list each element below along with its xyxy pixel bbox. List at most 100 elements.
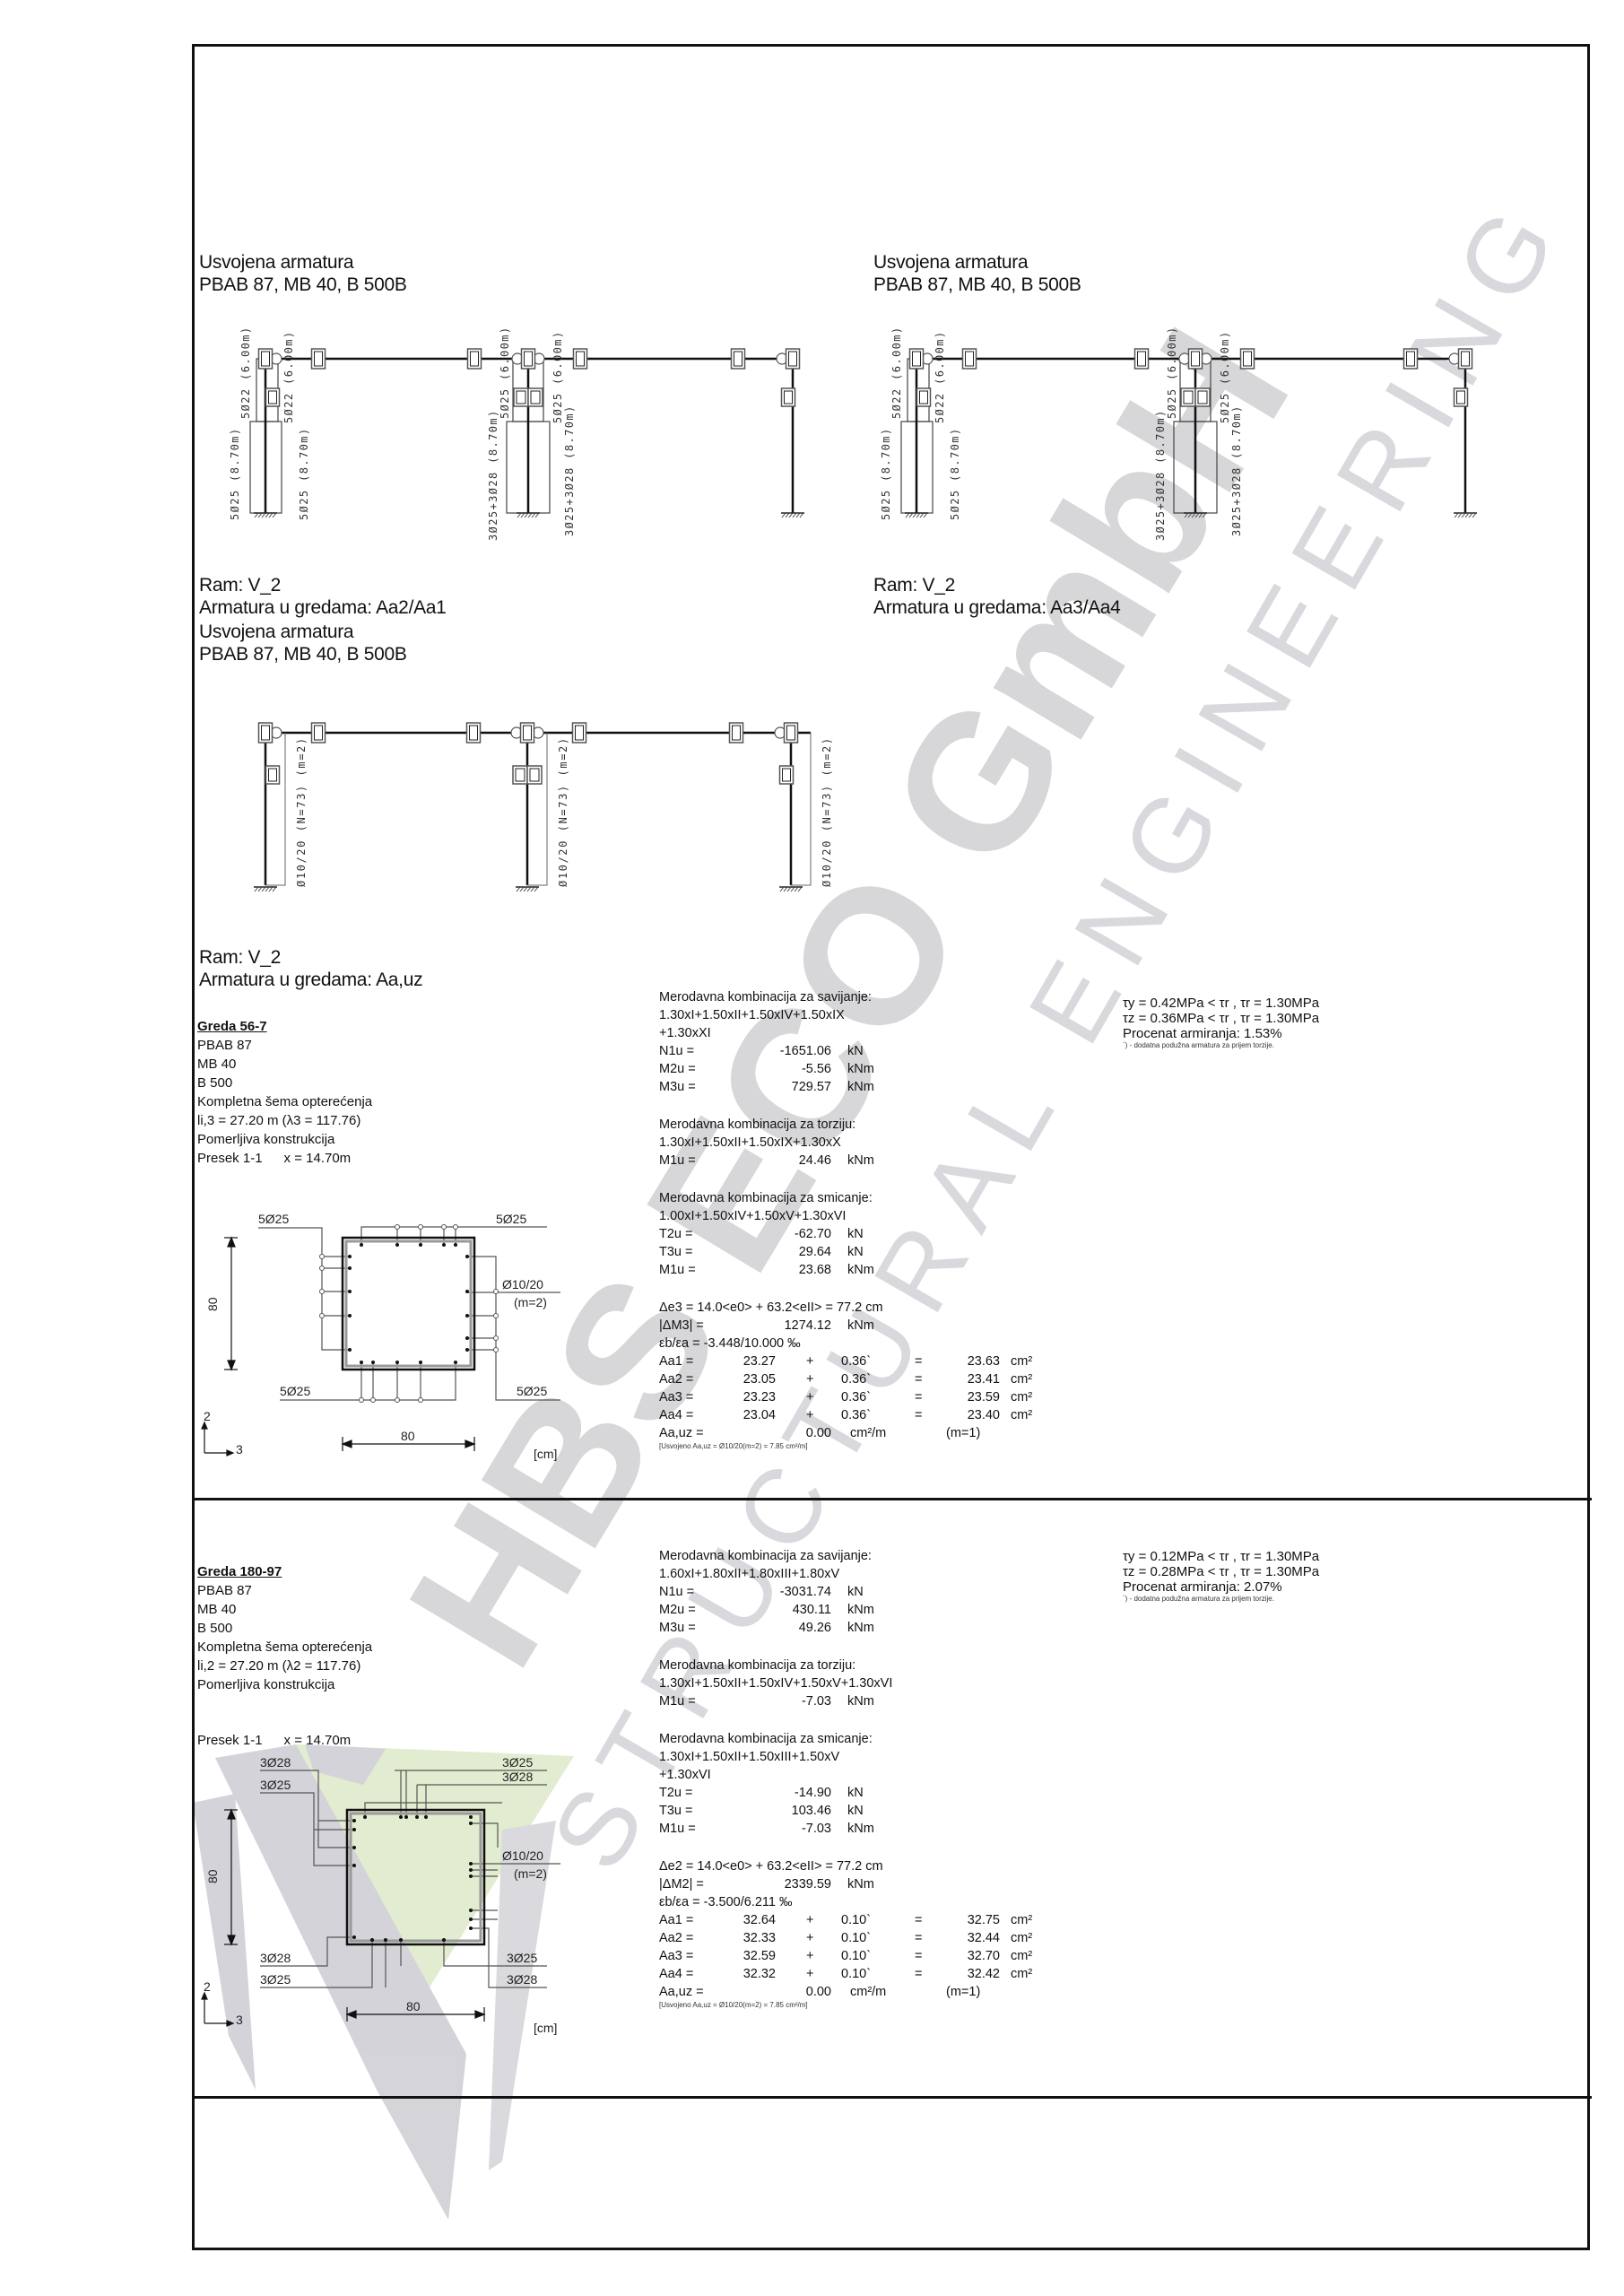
beam-prop: MB 40 <box>197 1057 237 1072</box>
beam-prop: PBAB 87 <box>197 1038 252 1053</box>
axis-3-label: 3 <box>236 1442 243 1457</box>
section-marker-icon <box>1187 348 1203 370</box>
value-label: N1u = <box>659 1044 695 1058</box>
value-unit: kN <box>847 1585 864 1599</box>
area-total: 23.59 <box>967 1390 1000 1405</box>
plus-sign: + <box>806 1372 814 1387</box>
unit-label: [cm] <box>534 2021 557 2035</box>
section-marker-icon <box>785 348 801 370</box>
calc-text: Δe2 = 14.0<e0> + 63.2<eII> = 77.2 cm <box>659 1859 883 1874</box>
plus-sign: + <box>806 1931 814 1945</box>
fixed-support-icon <box>517 512 540 518</box>
legs-count: (m=1) <box>946 1985 981 1999</box>
rebar-label-top-left: 5Ø25 <box>258 1212 289 1226</box>
frame-1-heading: Usvojena armatura PBAB 87, MB 40, B 500B <box>199 251 407 296</box>
reinforcement-label: 3Ø25+3Ø28 (8.70m) <box>1154 409 1167 541</box>
value-unit: kNm <box>847 1263 874 1277</box>
frame-name: Ram: V_2 <box>199 575 281 596</box>
section-cut-name: Presek 1-1 <box>197 1733 263 1748</box>
value: -7.03 <box>801 1694 831 1709</box>
reinforcement-label: Ø10/20 (N=73) (m=2) <box>821 736 833 887</box>
axis-2-label: 2 <box>204 1409 211 1423</box>
axis-2-label: 2 <box>204 1979 211 1994</box>
reinforcement-label: 5Ø25 (8.70m) <box>298 428 310 521</box>
frame-stirrup-diagram: Ø10/20 (N=73) (m=2)Ø10/20 (N=73) (m=2)Ø1… <box>254 722 833 892</box>
beam-prop: li,2 = 27.20 m (λ2 = 117.76) <box>197 1658 361 1674</box>
reinforcement-label: 5Ø25 (6.00m) <box>551 331 564 424</box>
section-cut-position: x = 14.70m <box>283 1151 352 1166</box>
value-label: T3u = <box>659 1804 693 1818</box>
section-marker-icon <box>1457 348 1473 370</box>
value: 430.11 <box>792 1603 831 1617</box>
section-marker-icon <box>778 765 795 785</box>
frame-3-heading: Usvojena armatura PBAB 87, MB 40, B 500B <box>199 621 407 665</box>
area-label: Aa1 = <box>659 1913 694 1927</box>
stirrup-legs-label: (m=2) <box>514 1295 547 1309</box>
calc-text: 1.30xI+1.50xII+1.50xIII+1.50xV <box>659 1750 840 1764</box>
beam-1-shear-check: τy = 0.42MPa < τr , τr = 1.30MPa τz = 0.… <box>1123 996 1319 1050</box>
beam-prop: Pomerljiva konstrukcija <box>197 1132 335 1147</box>
concrete-section-outline <box>345 1808 486 1946</box>
frame-rebar-diagram-aa3-aa4: 5Ø22 (6.00m)5Ø22 (6.00m)5Ø25 (8.70m)5Ø25… <box>880 326 1477 541</box>
beam-prop: B 500 <box>197 1075 233 1091</box>
value-label: T2u = <box>659 1786 693 1800</box>
axis-3-arrow-icon <box>226 1449 235 1457</box>
area-torsion: 0.36` <box>841 1390 872 1405</box>
beam-prop: li,3 = 27.20 m (λ3 = 117.76) <box>197 1113 361 1128</box>
section-marker-icon <box>1453 387 1469 407</box>
value: 1274.12 <box>784 1318 831 1333</box>
value-label: M2u = <box>659 1062 696 1076</box>
plus-sign: + <box>806 1390 814 1405</box>
area-unit: cm² <box>1011 1354 1033 1369</box>
section-marker-icon <box>527 387 543 407</box>
value-unit: kN <box>847 1245 864 1259</box>
reinforcement-label: 3Ø25+3Ø28 (8.70m) <box>563 404 576 536</box>
fixed-support-icon <box>905 512 928 518</box>
section-marker-icon <box>519 722 535 744</box>
section-marker-icon <box>465 722 482 744</box>
stirrup-zone <box>527 733 548 886</box>
frame-reinforcement: Armatura u gredama: Aa3/Aa4 <box>873 597 1121 618</box>
rebar-label-bottom-left-2: 3Ø25 <box>260 1972 291 1987</box>
value-label: M2u = <box>659 1603 696 1617</box>
frame-2-caption: Ram: V_2 Armatura u gredama: Aa3/Aa4 <box>873 574 1121 619</box>
torsion-footnote: `) - dodatna podužna armatura za prijem … <box>1123 1041 1274 1049</box>
calc-text: Merodavna kombinacija za smicanje: <box>659 1191 873 1205</box>
area-total: 32.70 <box>967 1949 1000 1963</box>
stirrup-zone <box>791 733 812 886</box>
value: -7.03 <box>801 1822 831 1836</box>
section-marker-icon <box>520 348 536 370</box>
beam-prop: B 500 <box>197 1621 233 1636</box>
equals-sign: = <box>915 1967 923 1981</box>
rebar-label-top-left-1: 3Ø28 <box>260 1758 291 1770</box>
section-marker-icon <box>310 722 326 744</box>
area-computed: 23.05 <box>743 1372 776 1387</box>
axis-3-arrow-icon <box>226 2020 235 2027</box>
equals-sign: = <box>915 1931 923 1945</box>
section-marker-icon <box>257 348 274 370</box>
area-torsion: 0.36` <box>841 1354 872 1369</box>
area-label: Aa2 = <box>659 1372 694 1387</box>
section-marker-icon <box>908 348 925 370</box>
fixed-support-icon <box>254 512 277 518</box>
calc-text: 1.60xI+1.80xII+1.80xIII+1.80xV <box>659 1567 840 1581</box>
area-total: 32.42 <box>967 1967 1000 1981</box>
section-marker-icon <box>265 765 281 785</box>
section-marker-icon <box>730 348 746 370</box>
reinforcement-label: 3Ø25+3Ø28 (8.70m) <box>487 409 499 541</box>
area-total: 32.44 <box>967 1931 1000 1945</box>
frame-rebar-diagram-aa2-aa1: 5Ø22 (6.00m)5Ø22 (6.00m)5Ø25 (8.70m)5Ø25… <box>229 326 804 541</box>
reinforcement-ratio: Procenat armiranja: 1.53% <box>1123 1026 1282 1041</box>
value-label: M1u = <box>659 1822 696 1836</box>
value-unit: kNm <box>847 1603 874 1617</box>
calc-text: 1.30xI+1.50xII+1.50xIX+1.30xX <box>659 1135 841 1150</box>
calc-text: Merodavna kombinacija za savijanje: <box>659 1549 872 1563</box>
plus-sign: + <box>806 1967 814 1981</box>
frame-1-caption: Ram: V_2 Armatura u gredama: Aa2/Aa1 <box>199 574 447 619</box>
area-computed: 23.23 <box>743 1390 776 1405</box>
value-unit: kNm <box>847 1318 874 1333</box>
value-unit: cm²/m <box>850 1426 887 1440</box>
beam-2-properties: Greda 180-97 PBAB 87 MB 40 B 500 Komplet… <box>197 1562 372 1694</box>
area-computed: 23.27 <box>743 1354 776 1369</box>
